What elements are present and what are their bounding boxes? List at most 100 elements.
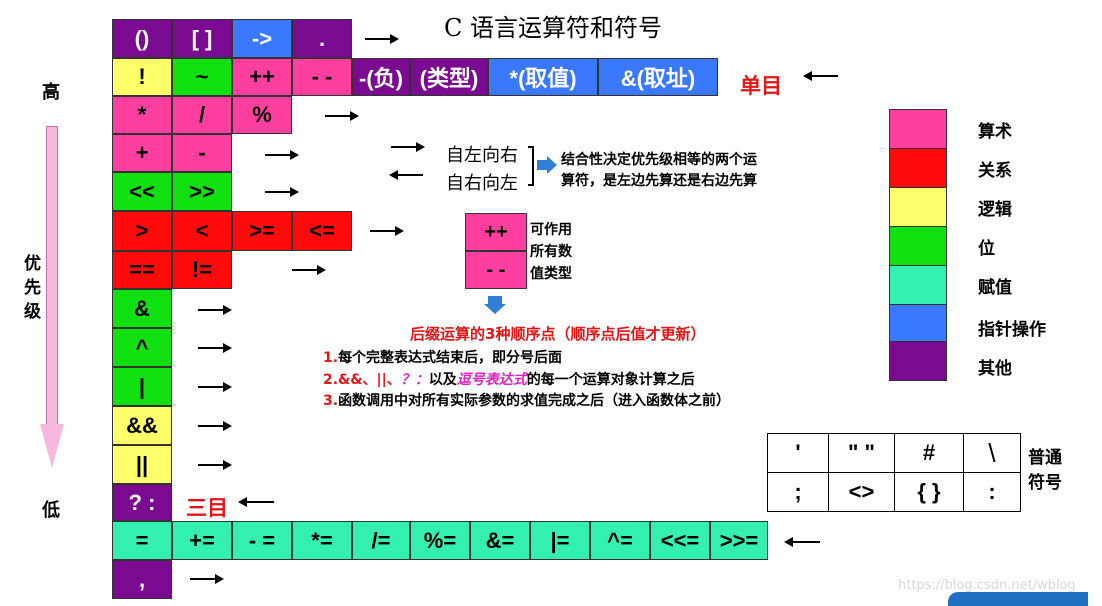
legend-swatch-bit [889,226,947,266]
op-add-assign: += [172,521,232,560]
op-addr: &(取址) [598,58,718,96]
op-and-assign: &= [470,521,530,560]
priority-high-label: 高 [42,82,60,103]
op-add: + [112,134,172,172]
sym-colon: : [963,472,1021,512]
arrow-row8 [198,305,232,315]
legend-label-pointer: 指针操作 [978,320,1046,340]
priority-arrow [46,126,58,426]
legend-label-logic: 逻辑 [978,200,1012,220]
seq2-a: 以及 [428,372,457,388]
arrow-row1 [365,34,399,44]
legend-swatch-arith [889,109,947,149]
arrow-row11 [198,421,232,431]
op-xor-assign: ^= [590,521,650,560]
seq1-text: 每个完整表达式结束后，即分号后面 [338,350,563,366]
watermark: https://blog.csdn.net/wblog [898,578,1076,593]
op-mul: * [112,96,172,134]
seq2-b: 的每一个运算对象计算之后 [526,372,695,388]
op-eq: == [112,251,172,289]
op-bitnot: ~ [172,58,232,96]
seq1-num: 1. [323,350,339,366]
sequence-item-2: 2.&&、||、？：以及逗号表达式的每一个运算对象计算之后 [323,369,695,389]
sequence-title: 后缀运算的3种顺序点（顺序点后值才更新） [410,325,706,343]
arrow-rtl [389,170,423,180]
seq3-num: 3. [323,393,339,409]
arrow-unary [803,71,838,81]
assoc-brace [528,146,534,186]
arrow-comma [190,574,224,584]
incdec-note-1: 可作用 [530,222,572,238]
legend-swatch-other [889,341,947,381]
seq2-num: 2.&&、||、 [323,372,401,388]
arrow-ltr [391,142,425,152]
op-deref: *(取值) [488,58,598,96]
seq3-text: 函数调用中对所有实际参数的求值完成之后（进入函数体之前） [338,393,731,409]
op-mod-assign: %= [410,521,470,560]
op-lt: < [172,211,232,251]
arrow-assign [784,537,820,547]
sym-semicolon: ; [767,472,829,512]
op-inc: ++ [232,58,292,96]
legend-label-rel: 关系 [978,161,1012,181]
op-assign: = [112,521,172,560]
sym-single-quote: ' [767,433,829,473]
arrow-row7 [292,265,326,275]
op-xor: ^ [112,328,172,367]
op-bitand: & [112,289,172,328]
legend-label-other: 其他 [978,359,1012,379]
priority-arrow-head [40,424,64,468]
op-le: <= [292,211,352,251]
op-brackets: [ ] [172,19,232,58]
op-gt: > [112,211,172,251]
arrow-row12 [198,460,232,470]
assoc-pointer-icon-head [547,156,557,174]
arrow-row4 [265,150,299,160]
symbols-label-1: 普通 [1028,448,1062,468]
op-and: && [112,406,172,445]
op-shl-assign: <<= [650,521,710,560]
legend-swatch-pointer [889,304,947,344]
incdec-note-3: 值类型 [530,266,572,282]
op-arrow: -> [232,19,292,58]
op-not: ! [112,58,172,96]
op-div: / [172,96,232,134]
unary-label: 单目 [740,74,782,98]
op-shl: << [112,172,172,211]
arrow-row6 [370,226,404,236]
op-or-assign: |= [530,521,590,560]
sym-braces: { } [894,472,964,512]
down-arrow-icon [488,296,502,304]
sym-backslash: \ [963,433,1021,473]
op-mod: % [232,96,292,134]
op-dot: . [292,19,352,58]
page-title: C 语言运算符和符号 [444,14,662,42]
op-parens: () [112,19,172,58]
op-ne: != [172,251,232,289]
incdec-dec: - - [465,251,527,289]
op-ternary: ? : [112,484,172,521]
op-shr-assign: >>= [710,521,768,560]
assoc-note-line1: 结合性决定优先级相等的两个运 [561,152,757,168]
arrow-row9 [198,343,232,353]
legend-swatch-logic [889,187,947,227]
arrow-row3 [325,111,359,121]
legend-swatch-assign [889,265,947,305]
priority-low-label: 低 [42,500,60,521]
assoc-note-line2: 算符，是左边先算还是右边先算 [561,173,757,189]
op-bitor: | [112,367,172,406]
sym-double-quote: " " [828,433,895,473]
op-dec: - - [292,58,352,96]
legend-swatch-rel [889,148,947,188]
sym-angle: <> [828,472,895,512]
op-mul-assign: *= [292,521,352,560]
op-comma: , [112,560,172,599]
priority-middle-label: 优先级 [24,254,41,322]
seq2-q: ？： [400,372,429,388]
op-neg: -(负) [352,58,410,96]
legend-label-arith: 算术 [978,122,1012,142]
assoc-ltr: 自左向右 [446,145,518,166]
sequence-item-3: 3.函数调用中对所有实际参数的求值完成之后（进入函数体之前） [323,390,730,410]
sym-hash: # [894,433,964,473]
op-shr: >> [172,172,232,211]
